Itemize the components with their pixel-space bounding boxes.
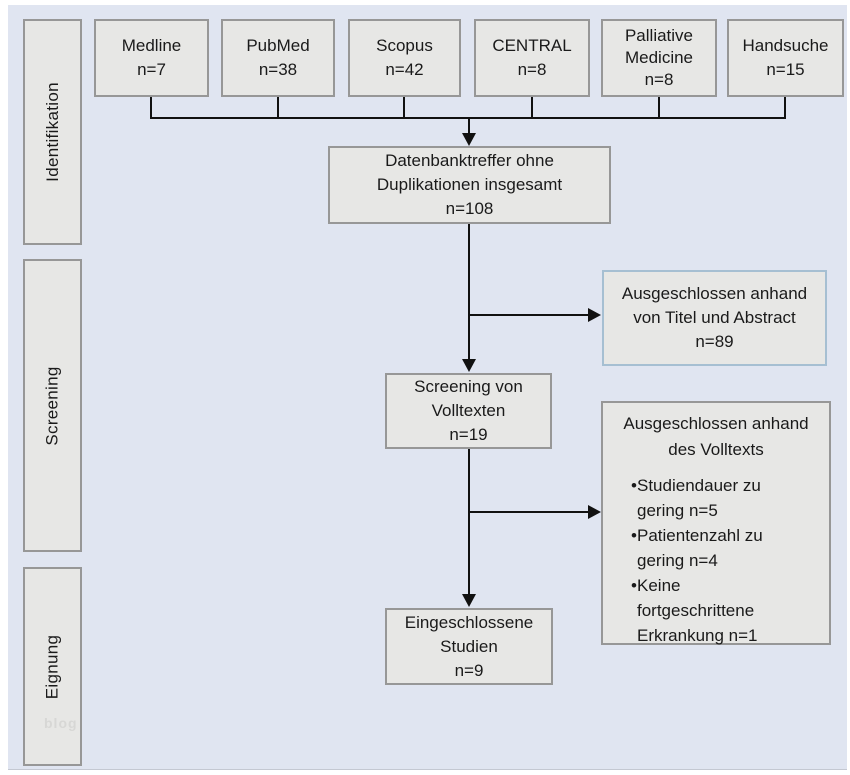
source-count: n=8 <box>517 60 547 79</box>
stage-identification: Identifikation <box>23 19 82 245</box>
source-name: PubMed <box>246 36 310 55</box>
source-box-scopus: Scopus n=42 <box>348 19 461 97</box>
excluded-fulltext-title: Ausgeschlossen anhand des Volltexts <box>623 414 809 459</box>
included-count: n=9 <box>454 660 484 680</box>
arrowhead-to-excluded1 <box>588 308 601 322</box>
fulltext-screening-text: Screening von Volltexten <box>414 377 523 420</box>
source-count: n=42 <box>385 60 424 79</box>
source-name: CENTRAL <box>492 36 572 55</box>
arrowhead-to-excluded2 <box>588 505 601 519</box>
stage-label: Screening <box>42 365 62 446</box>
stage-label: Identifikation <box>42 82 62 182</box>
fulltext-screening-count: n=19 <box>449 425 488 444</box>
source-box-medline: Medline n=7 <box>94 19 209 97</box>
list-item-text: Keine fortgeschrittene Erkrankung n=1 <box>637 576 758 645</box>
included-studies-box: Eingeschlossene Studien n=9 <box>385 608 553 685</box>
connector-stub-medline <box>150 97 152 118</box>
excluded-fulltext-box: Ausgeschlossen anhand des Volltexts • St… <box>601 401 831 645</box>
arrowhead-to-included <box>462 594 476 607</box>
list-item-text: Studiendauer zu gering n=5 <box>637 476 761 520</box>
dedupe-count: n=108 <box>445 199 494 218</box>
stage-eligibility: Eignung <box>23 567 82 766</box>
list-item: • Studiendauer zu gering n=5 <box>613 473 819 523</box>
excluded-title-abstract-count: n=89 <box>695 332 734 351</box>
list-item: • Patientenzahl zu gering n=4 <box>613 523 819 573</box>
source-box-handsuche: Handsuche n=15 <box>727 19 844 97</box>
included-text: Eingeschlossene Studien <box>404 612 534 656</box>
connector-stub-handsuche <box>784 97 786 118</box>
source-box-pubmed: PubMed n=38 <box>221 19 335 97</box>
connector-stub-palliative <box>658 97 660 118</box>
source-count: n=8 <box>644 70 674 89</box>
connector-stub-central <box>531 97 533 118</box>
arrowhead-to-dedupe <box>462 133 476 146</box>
dedupe-box: Datenbanktreffer ohne Duplikationen insg… <box>328 146 611 224</box>
stage-screening: Screening <box>23 259 82 552</box>
source-count: n=15 <box>766 60 805 79</box>
connector-stub-pubmed <box>277 97 279 118</box>
source-count: n=38 <box>258 60 298 79</box>
dedupe-text: Datenbanktreffer ohne Duplikationen insg… <box>376 151 563 194</box>
excluded-title-abstract-text: Ausgeschlossen anhand von Titel und Abst… <box>621 284 808 327</box>
stage-label: Eignung <box>42 634 62 699</box>
connector-screening-to-included <box>468 449 470 595</box>
diagram-canvas: Identifikation Screening Eignung Medline… <box>8 5 847 770</box>
fulltext-screening-box: Screening von Volltexten n=19 <box>385 373 552 449</box>
bullet-icon: • <box>631 576 637 595</box>
bullet-icon: • <box>631 476 637 495</box>
connector-stub-scopus <box>403 97 405 118</box>
bullet-icon: • <box>631 526 637 545</box>
watermark: blog <box>44 715 78 731</box>
connector-to-dedupe <box>468 117 470 134</box>
source-name: Handsuche <box>742 36 829 55</box>
source-count: n=7 <box>137 60 166 79</box>
list-item-text: Patientenzahl zu gering n=4 <box>637 526 763 570</box>
arrowhead-to-screening <box>462 359 476 372</box>
excluded-fulltext-list: • Studiendauer zu gering n=5 • Patienten… <box>613 473 819 648</box>
source-name: Scopus <box>376 36 433 55</box>
connector-dedupe-to-screening <box>468 224 470 360</box>
connector-branch-excluded2 <box>469 511 589 513</box>
connector-branch-excluded1 <box>469 314 589 316</box>
source-box-central: CENTRAL n=8 <box>474 19 590 97</box>
source-name: Palliative Medicine <box>624 26 694 67</box>
source-box-palliative-medicine: Palliative Medicine n=8 <box>601 19 717 97</box>
source-name: Medline <box>121 36 182 55</box>
excluded-title-abstract-box: Ausgeschlossen anhand von Titel und Abst… <box>602 270 827 366</box>
list-item: • Keine fortgeschrittene Erkrankung n=1 <box>613 573 819 648</box>
